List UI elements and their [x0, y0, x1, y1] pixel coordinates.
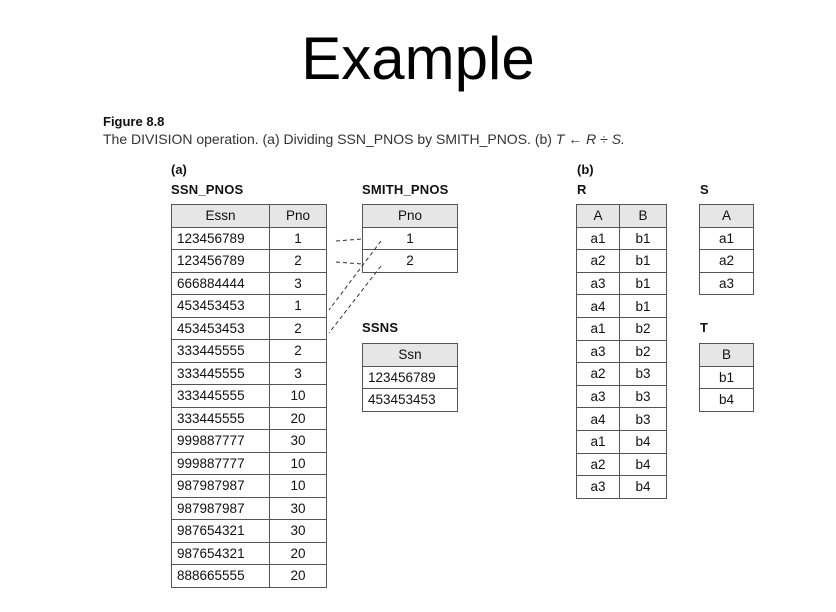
table-cell: 2: [362, 249, 458, 273]
table-cell: b3: [619, 362, 667, 386]
table-cell: 333445555: [171, 361, 270, 385]
r-name: R: [577, 182, 587, 197]
link-line: [328, 240, 382, 311]
table-cell: 10: [269, 474, 327, 498]
link-line: [335, 261, 363, 265]
table-cell: 123456789: [171, 249, 270, 273]
table-cell: 987654321: [171, 519, 270, 543]
column-header: B: [619, 204, 667, 228]
column-header: A: [576, 204, 620, 228]
slide-title: Example: [301, 25, 535, 92]
table-row: 1: [362, 226, 458, 250]
table-row: 2: [362, 249, 458, 273]
table-cell: b4: [619, 429, 667, 454]
ssns-name: SSNS: [362, 320, 399, 335]
table-row: b1: [699, 365, 754, 390]
table-row: b4: [699, 388, 754, 412]
table-row: 453453453: [362, 388, 458, 412]
t-name: T: [700, 320, 709, 335]
column-header: Pno: [362, 204, 458, 228]
table-cell: b1: [619, 271, 667, 296]
table-cell: a2: [576, 249, 620, 273]
table-cell: 666884444: [171, 271, 270, 295]
header-row: A: [699, 204, 754, 228]
column-header: B: [699, 343, 754, 367]
ssn-pnos-name: SSN_PNOS: [171, 182, 244, 197]
column-header: Pno: [269, 204, 327, 228]
table-cell: 1: [362, 226, 458, 250]
caption-expression: T ← R ÷ S.: [555, 131, 625, 147]
column-header: Ssn: [362, 343, 458, 367]
table-cell: 453453453: [362, 388, 458, 412]
table-cell: b4: [699, 388, 754, 412]
table-cell: b1: [699, 365, 754, 390]
header-row: Pno: [362, 204, 458, 228]
header-row: Ssn: [362, 343, 458, 367]
table-cell: 888665555: [171, 564, 270, 588]
table-cell: a3: [576, 475, 620, 499]
table-row: a3: [699, 271, 754, 296]
table-cell: b3: [619, 384, 667, 409]
link-line: [335, 238, 363, 242]
link-line: [328, 265, 382, 334]
table-cell: 10: [269, 451, 327, 475]
table-cell: a3: [699, 271, 754, 296]
table-cell: 30: [269, 496, 327, 520]
part-b-label: (b): [577, 162, 594, 177]
table-cell: b4: [619, 475, 667, 499]
part-a-label: (a): [171, 162, 187, 177]
table-cell: b2: [619, 316, 667, 341]
figure-label: Figure 8.8: [103, 114, 165, 129]
s-name: S: [700, 182, 709, 197]
table-cell: 20: [269, 564, 327, 588]
column-header: Essn: [171, 204, 270, 228]
table-cell: 123456789: [171, 226, 270, 250]
header-row: B: [699, 343, 754, 367]
figure-caption: The DIVISION operation. (a) Dividing SSN…: [103, 131, 625, 147]
table-cell: a3: [576, 384, 620, 409]
caption-text: The DIVISION operation. (a) Dividing SSN…: [103, 131, 556, 147]
table-cell: 1: [269, 226, 327, 250]
column-header: A: [699, 204, 754, 228]
smith-pnos-name: SMITH_PNOS: [362, 182, 449, 197]
